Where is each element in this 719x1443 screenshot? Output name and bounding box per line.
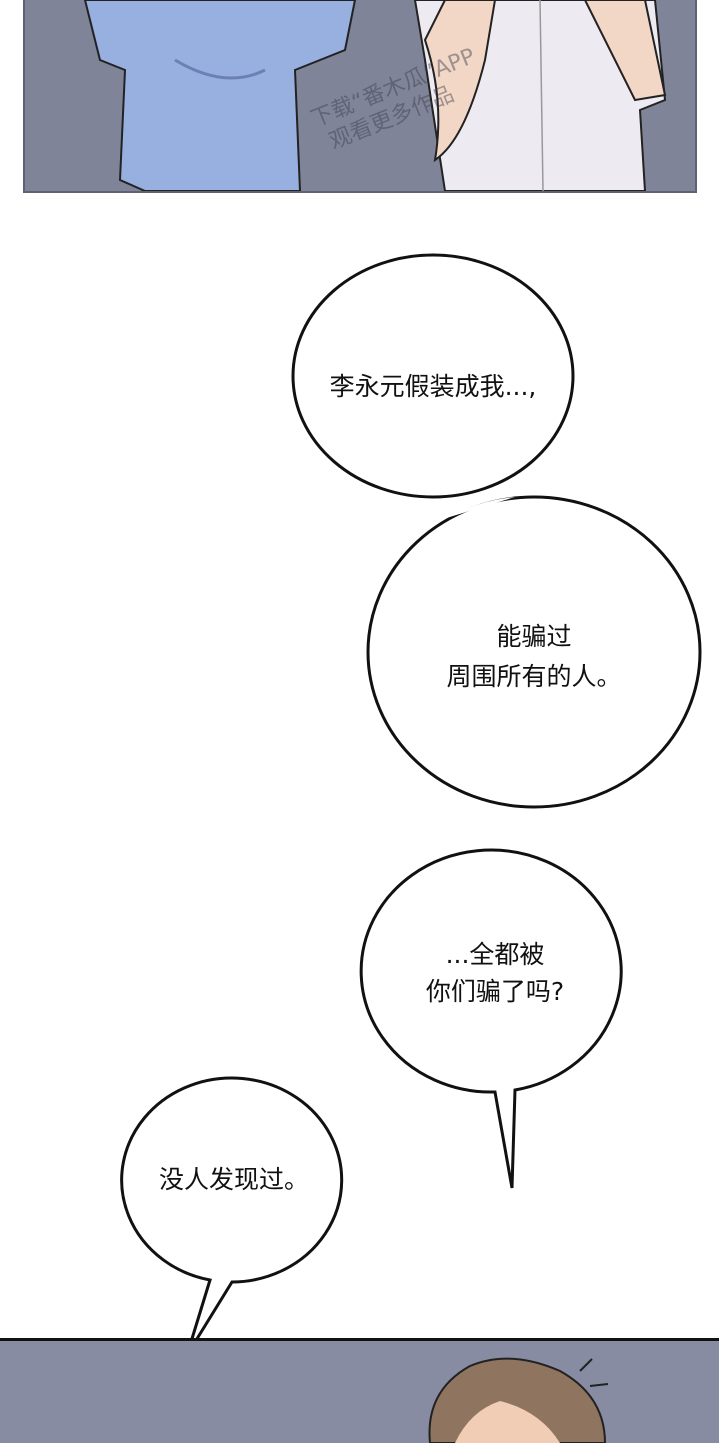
top-comic-panel: 下载“番木瓜”APP 观看更多作品 bbox=[23, 0, 697, 193]
characters-illustration bbox=[83, 0, 667, 191]
bubble-2-line-1: 能骗过 bbox=[496, 622, 572, 651]
speech-bubble-4 bbox=[120, 1076, 344, 1356]
speech-bubble-2 bbox=[366, 495, 702, 809]
bubble-4-text: 没人发现过。 bbox=[158, 1165, 309, 1194]
bubble-2-line-2: 周围所有的人。 bbox=[446, 662, 622, 691]
bottom-comic-panel bbox=[0, 1338, 719, 1443]
bubble-1-text: 李永元假装成我..., bbox=[329, 372, 537, 401]
character-head-illustration bbox=[428, 1357, 609, 1443]
bubble-3-line-1: ...全都被 bbox=[445, 940, 545, 969]
speech-bubble-1 bbox=[291, 253, 575, 499]
bubble-3-line-2: 你们骗了吗? bbox=[425, 977, 565, 1006]
speech-bubble-3 bbox=[359, 848, 623, 1189]
